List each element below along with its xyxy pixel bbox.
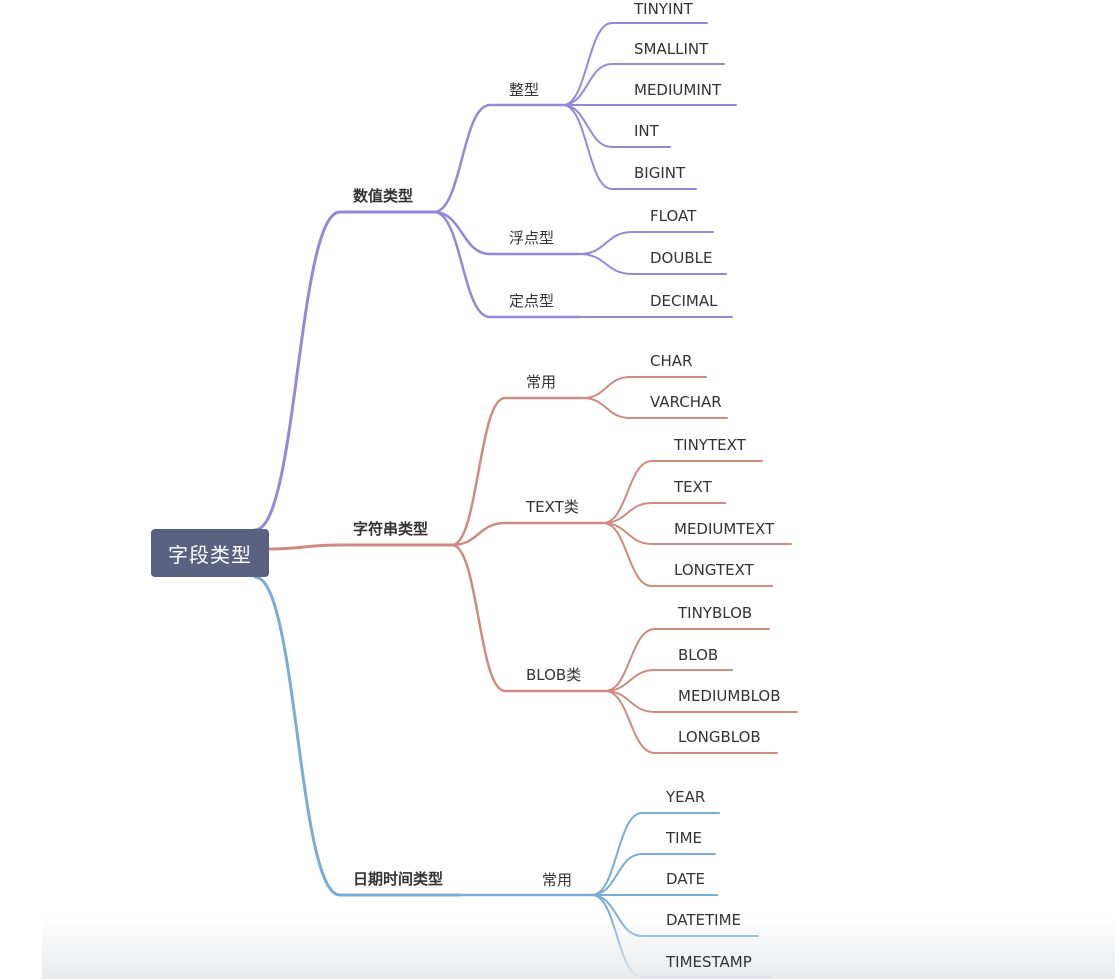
connector-leaf-longblob bbox=[604, 690, 778, 754]
leaf-char[interactable]: CHAR bbox=[650, 352, 693, 370]
connector-leaf-mediumtext bbox=[602, 522, 792, 545]
subcategory-string-common[interactable]: 常用 bbox=[526, 373, 557, 391]
root-node-label: 字段类型 bbox=[168, 542, 252, 567]
leaf-tinytext[interactable]: TINYTEXT bbox=[674, 436, 746, 454]
leaf-tinyblob[interactable]: TINYBLOB bbox=[678, 604, 753, 622]
root-node-field-types[interactable]: 字段类型 bbox=[151, 529, 269, 577]
leaf-decimal[interactable]: DECIMAL bbox=[650, 292, 718, 310]
connector-leaf-mediumblob bbox=[604, 690, 798, 713]
leaf-text[interactable]: TEXT bbox=[674, 478, 712, 496]
subcategory-float[interactable]: 浮点型 bbox=[509, 229, 555, 247]
category-datetime[interactable]: 日期时间类型 bbox=[353, 870, 444, 888]
leaf-longblob[interactable]: LONGBLOB bbox=[678, 728, 761, 746]
connector-leaf-time bbox=[591, 853, 716, 896]
connector-leaf-char bbox=[582, 376, 707, 399]
leaf-time[interactable]: TIME bbox=[666, 829, 703, 847]
leaf-smallint[interactable]: SMALLINT bbox=[634, 40, 709, 58]
leaf-date[interactable]: DATE bbox=[666, 870, 706, 888]
connector-leaf-blob bbox=[604, 669, 733, 692]
connector-leaf-tinyint bbox=[562, 22, 708, 106]
leaf-mediumtext[interactable]: MEDIUMTEXT bbox=[674, 520, 775, 538]
connector-leaf-bigint bbox=[562, 104, 697, 190]
connector-string-blob bbox=[450, 543, 607, 693]
subcategory-fixed[interactable]: 定点型 bbox=[509, 292, 555, 310]
connector-numeric-integer bbox=[432, 103, 565, 214]
connector-leaf-tinyblob bbox=[604, 628, 770, 692]
connector-leaf-tinytext bbox=[602, 460, 763, 524]
subcategory-datetime-common[interactable]: 常用 bbox=[542, 871, 573, 889]
connector-root-datetime bbox=[253, 575, 462, 897]
connector-leaf-text bbox=[602, 502, 726, 524]
category-numeric[interactable]: 数值类型 bbox=[353, 187, 414, 205]
connector-string-text bbox=[450, 521, 605, 547]
string-branch-lines bbox=[266, 376, 798, 754]
numeric-branch-lines bbox=[253, 22, 737, 532]
leaf-timestamp[interactable]: TIMESTAMP bbox=[666, 953, 752, 971]
connector-leaf-varchar bbox=[582, 397, 728, 419]
subcategory-integer[interactable]: 整型 bbox=[509, 81, 540, 99]
category-string[interactable]: 字符串类型 bbox=[353, 520, 429, 538]
subcategory-text[interactable]: TEXT类 bbox=[526, 498, 579, 516]
connector-numeric-float bbox=[432, 210, 582, 256]
leaf-tinyint[interactable]: TINYINT bbox=[634, 0, 693, 18]
leaf-double[interactable]: DOUBLE bbox=[650, 249, 713, 267]
leaf-longtext[interactable]: LONGTEXT bbox=[674, 561, 754, 579]
leaf-bigint[interactable]: BIGINT bbox=[634, 164, 686, 182]
leaf-mediumblob[interactable]: MEDIUMBLOB bbox=[678, 687, 781, 705]
leaf-year[interactable]: YEAR bbox=[666, 788, 706, 806]
leaf-mediumint[interactable]: MEDIUMINT bbox=[634, 81, 722, 99]
connector-string-common bbox=[450, 396, 585, 547]
leaf-varchar[interactable]: VARCHAR bbox=[650, 393, 722, 411]
connector-root-numeric bbox=[253, 210, 436, 532]
connector-leaf-year bbox=[591, 812, 720, 896]
connector-leaf-float bbox=[579, 231, 714, 255]
leaf-blob[interactable]: BLOB bbox=[678, 646, 719, 664]
leaf-int[interactable]: INT bbox=[634, 122, 659, 140]
subcategory-blob[interactable]: BLOB类 bbox=[526, 666, 582, 684]
leaf-float[interactable]: FLOAT bbox=[650, 207, 697, 225]
connector-leaf-smallint bbox=[562, 63, 725, 106]
connector-root-string bbox=[266, 543, 454, 551]
connector-leaf-longtext bbox=[602, 522, 773, 587]
leaf-datetime[interactable]: DATETIME bbox=[666, 911, 742, 929]
connector-leaf-double bbox=[579, 253, 727, 275]
connector-leaf-int bbox=[562, 104, 671, 148]
connector-numeric-fixed bbox=[432, 210, 582, 319]
